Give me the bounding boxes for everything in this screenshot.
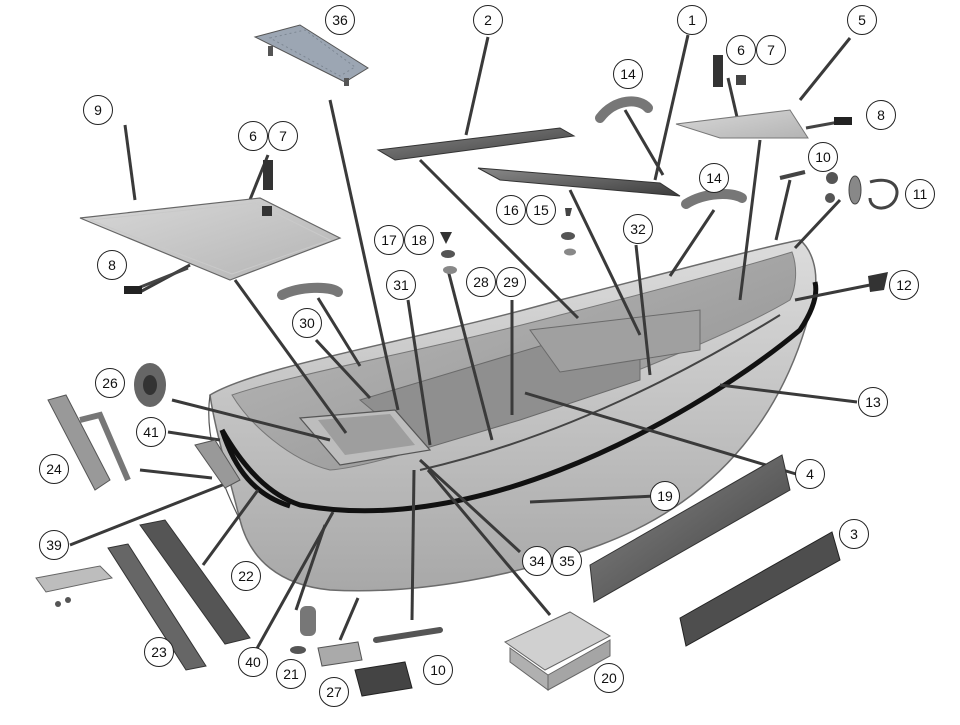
callout-31: 31 [386, 270, 416, 300]
callout-6a: 6 [726, 35, 756, 65]
callout-3: 3 [839, 519, 869, 549]
callout-13: 13 [858, 387, 888, 417]
callout-12: 12 [889, 270, 919, 300]
callout-9: 9 [83, 95, 113, 125]
callout-26: 26 [95, 368, 125, 398]
callout-8b: 8 [97, 250, 127, 280]
callout-7b: 7 [268, 121, 298, 151]
callout-7a: 7 [756, 35, 786, 65]
part-strap-8 [124, 117, 852, 294]
part-basket-20 [504, 611, 612, 691]
callout-24: 24 [39, 454, 69, 484]
callout-29: 29 [496, 267, 526, 297]
part-bottom-hardware [290, 606, 443, 697]
callout-32: 32 [623, 214, 653, 244]
callout-21: 21 [276, 659, 306, 689]
part-handle-14 [277, 96, 747, 300]
callout-18: 18 [404, 225, 434, 255]
part-side-boards [589, 454, 841, 647]
callout-8a: 8 [866, 100, 896, 130]
callout-17: 17 [374, 225, 404, 255]
part-small-fittings [440, 208, 576, 274]
part-thwart-1 [477, 167, 681, 197]
callout-1: 1 [677, 5, 707, 35]
callout-10a: 10 [808, 142, 838, 172]
callout-22: 22 [231, 561, 261, 591]
part-fitting-6-7 [262, 55, 746, 216]
callout-5: 5 [847, 5, 877, 35]
callout-35: 35 [552, 546, 582, 576]
callout-23: 23 [144, 637, 174, 667]
callout-27: 27 [319, 677, 349, 707]
callout-40: 40 [238, 647, 268, 677]
callout-41: 41 [136, 417, 166, 447]
callout-19: 19 [650, 481, 680, 511]
callout-14a: 14 [613, 59, 643, 89]
callout-28: 28 [466, 267, 496, 297]
callout-14b: 14 [699, 163, 729, 193]
part-thwart-2 [376, 127, 576, 161]
part-hardware [779, 170, 899, 292]
callout-20: 20 [594, 663, 624, 693]
callout-4: 4 [795, 459, 825, 489]
callout-39: 39 [39, 530, 69, 560]
callout-16: 16 [496, 195, 526, 225]
part-stern-hardware [47, 363, 241, 491]
callout-6b: 6 [238, 121, 268, 151]
callout-36: 36 [325, 5, 355, 35]
part-bow-seat-5 [675, 109, 809, 139]
callout-34: 34 [522, 546, 552, 576]
callout-2: 2 [473, 5, 503, 35]
callout-15: 15 [526, 195, 556, 225]
part-panels-22-23 [107, 519, 251, 671]
callout-10b: 10 [423, 655, 453, 685]
part-grating [253, 24, 369, 86]
part-bracket-39 [35, 565, 114, 607]
part-stern-seat-9 [79, 197, 342, 281]
callout-11: 11 [905, 179, 935, 209]
callout-30: 30 [292, 308, 322, 338]
